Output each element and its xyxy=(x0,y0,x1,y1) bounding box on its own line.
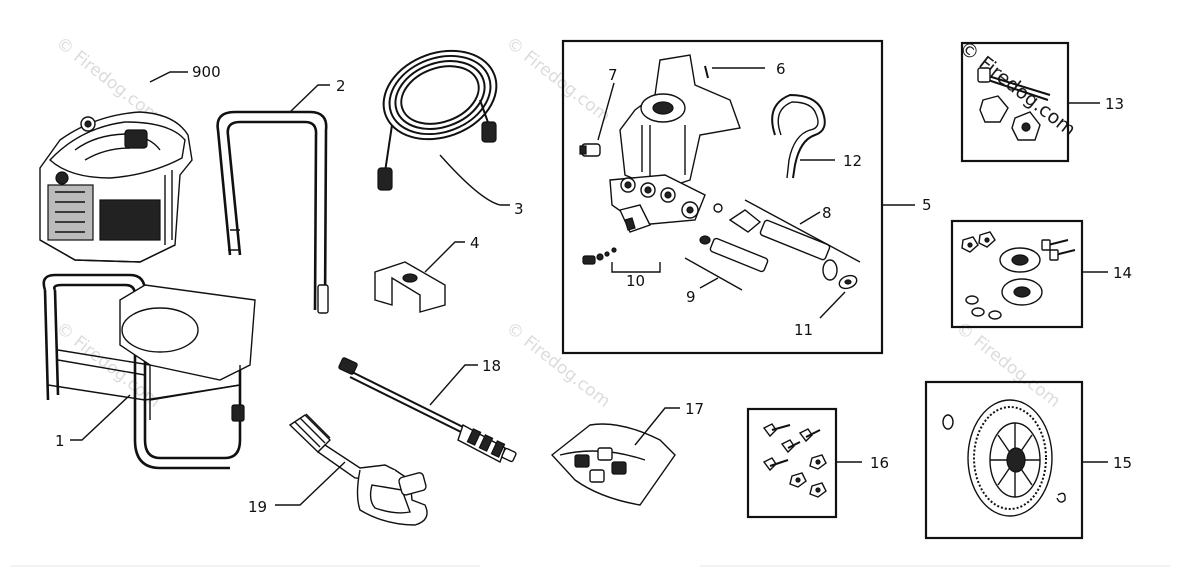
engine-part-900 xyxy=(39,111,193,263)
leader-17 xyxy=(634,407,680,446)
leader-2 xyxy=(289,84,330,113)
leader-3 xyxy=(439,154,510,206)
bracket-part-4 xyxy=(374,261,446,313)
leader-4 xyxy=(424,241,465,273)
leader-900 xyxy=(149,71,188,83)
watermark-5: © Firedog.com xyxy=(952,318,1064,412)
leader-10 xyxy=(611,262,661,273)
callout-13: 13 xyxy=(1105,95,1124,113)
pump-assembly-part-5 xyxy=(561,39,884,355)
wheel-part-15 xyxy=(924,380,1084,540)
hose-part-3 xyxy=(377,49,498,191)
callout-14: 14 xyxy=(1113,264,1132,282)
leader-19 xyxy=(275,461,346,506)
leader-8 xyxy=(744,199,861,263)
handle-part-2 xyxy=(216,110,329,314)
callout-8: 8 xyxy=(822,204,832,222)
callout-900: 900 xyxy=(192,63,221,81)
hardware-kit-part-14 xyxy=(950,219,1084,329)
nozzle-kit-part-17 xyxy=(550,423,676,506)
pump-box xyxy=(561,39,884,355)
watermark-4: © Firedog.com xyxy=(502,318,614,412)
callout-1: 1 xyxy=(55,432,65,450)
leader-11 xyxy=(819,291,846,319)
callout-3: 3 xyxy=(514,200,524,218)
leader-1 xyxy=(70,394,131,441)
leader-7 xyxy=(597,82,615,141)
callout-12: 12 xyxy=(843,152,862,170)
callout-11: 11 xyxy=(794,321,813,339)
hardware-kit-part-13 xyxy=(960,41,1070,163)
hardware-box-14 xyxy=(950,219,1084,329)
callout-9: 9 xyxy=(686,288,696,306)
leader-9 xyxy=(684,257,743,291)
callout-7: 7 xyxy=(608,66,618,84)
watermark-2: © Firedog.com xyxy=(502,33,614,127)
callout-10: 10 xyxy=(626,272,645,290)
callout-19: 19 xyxy=(248,498,267,516)
callout-18: 18 xyxy=(482,357,501,375)
bolts-kit-part-16 xyxy=(746,407,838,519)
callout-4: 4 xyxy=(470,234,480,252)
frame-part-1 xyxy=(42,273,256,470)
wheel-box-15 xyxy=(924,380,1084,540)
bolts-box-16 xyxy=(746,407,838,519)
callout-17: 17 xyxy=(685,400,704,418)
callout-15: 15 xyxy=(1113,454,1132,472)
leader-18 xyxy=(429,364,478,406)
callout-5: 5 xyxy=(922,196,932,214)
spray-gun-part-19 xyxy=(288,413,428,526)
hardware-box-13 xyxy=(960,41,1070,163)
callout-6: 6 xyxy=(776,60,786,78)
wand-part-18 xyxy=(338,357,517,463)
callout-2: 2 xyxy=(336,77,346,95)
callout-16: 16 xyxy=(870,454,889,472)
